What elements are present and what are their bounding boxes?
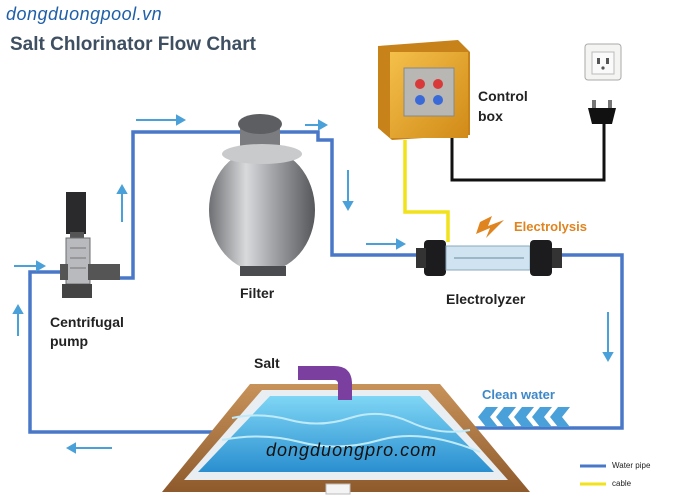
wall-socket — [584, 43, 622, 81]
electrolyzer-label: Electrolyzer — [446, 291, 526, 307]
power-plug — [588, 100, 616, 124]
legend — [580, 464, 606, 486]
watermark-top: dongduongpool.vn — [6, 4, 163, 24]
sand-filter — [209, 114, 315, 276]
electrolysis-spark-icon — [476, 216, 504, 238]
power-cable — [450, 124, 606, 182]
clean-water-label: Clean water — [482, 387, 555, 402]
salt-label: Salt — [254, 355, 280, 371]
yellow-cable — [403, 140, 450, 242]
electrolyzer — [416, 240, 562, 276]
control-box-label-line1: Control — [478, 88, 528, 104]
pump-label-line2: pump — [50, 333, 89, 349]
flow-arrows — [12, 114, 614, 454]
legend-water-pipe-label: Water pipe — [612, 461, 651, 470]
centrifugal-pump — [60, 192, 120, 298]
electrolysis-label: Electrolysis — [514, 219, 587, 234]
control-box-label-line2: box — [478, 108, 503, 124]
clean-water-arrows — [478, 407, 570, 427]
page-title: Salt Chlorinator Flow Chart — [10, 34, 256, 55]
legend-cable-label: cable — [612, 479, 632, 488]
filter-label: Filter — [240, 285, 275, 301]
watermark-center: dongduongpro.com — [266, 440, 438, 460]
pump-label-line1: Centrifugal — [50, 314, 124, 330]
salt-pipe — [298, 366, 352, 400]
control-box — [378, 40, 470, 140]
swimming-pool — [162, 384, 530, 495]
water-pipe — [28, 130, 624, 434]
